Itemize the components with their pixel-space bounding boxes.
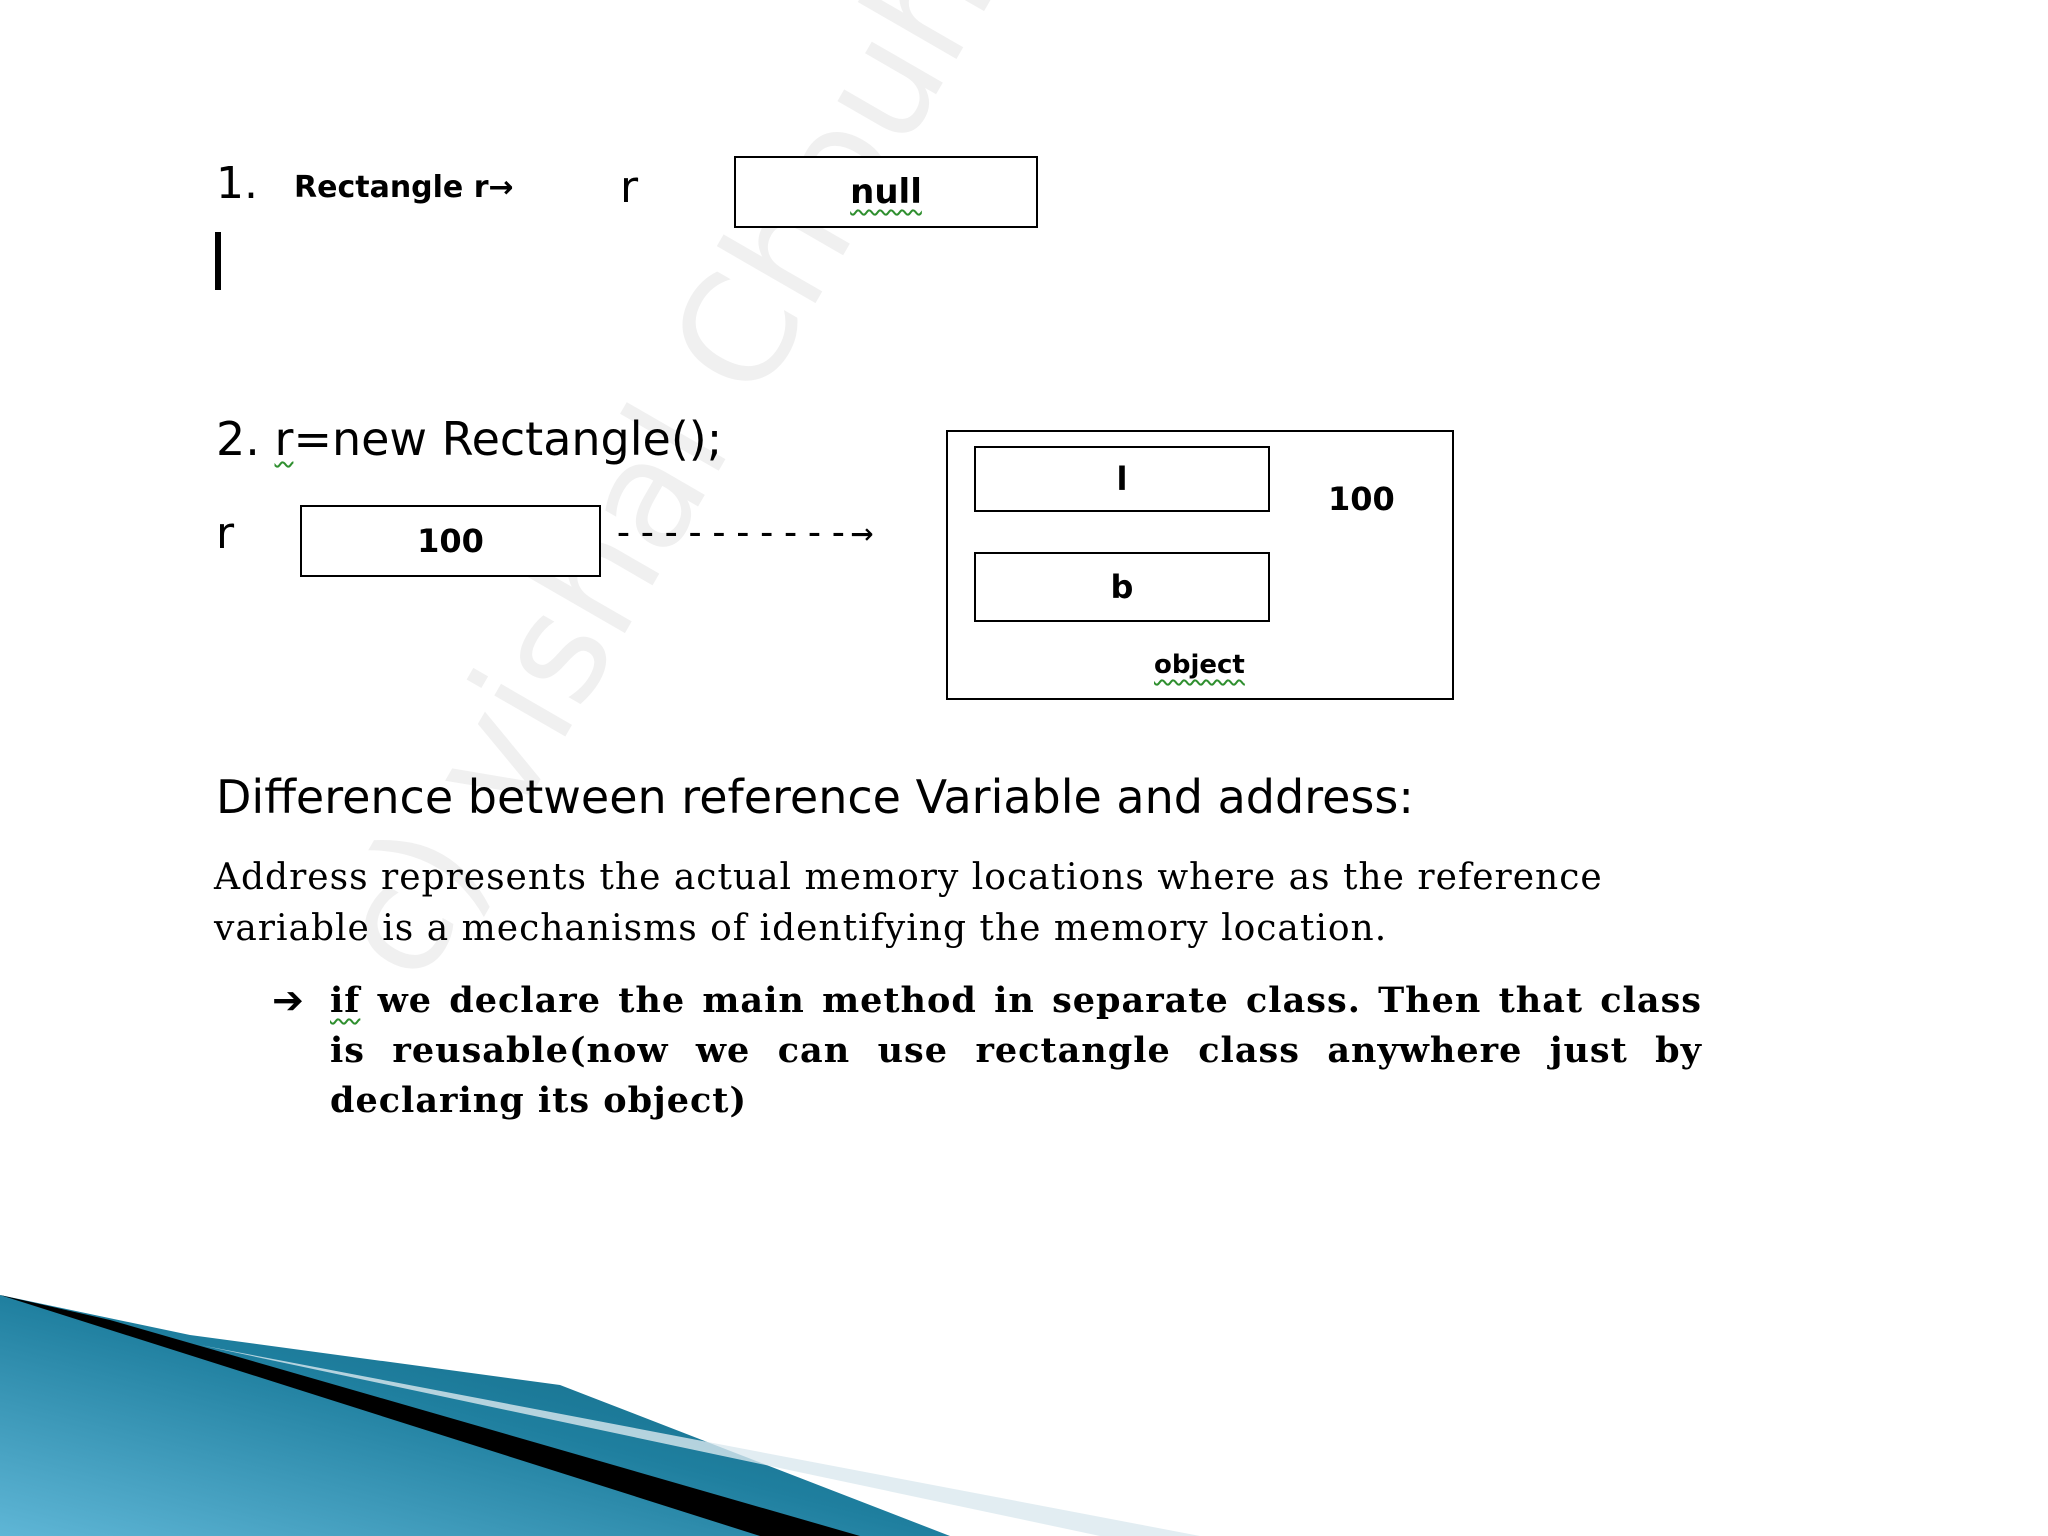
field-l-box: l	[974, 446, 1270, 512]
step2-variable: r	[274, 412, 294, 466]
section-heading: Difference between reference Variable an…	[216, 770, 1414, 824]
step2-variable-label: r	[216, 508, 235, 559]
field-l-label: l	[1116, 460, 1128, 498]
reference-value: 100	[417, 522, 484, 560]
object-address: 100	[1328, 480, 1395, 518]
text-cursor	[215, 232, 221, 290]
step1-variable-label: r	[620, 162, 639, 213]
field-b-label: b	[1110, 568, 1134, 606]
bullet-text: if we declare the main method in separat…	[330, 976, 1702, 1126]
step2-statement-rest: =new Rectangle();	[293, 412, 723, 466]
bullet-arrow-icon: ➔	[272, 978, 304, 1022]
step1-number: 1.	[216, 158, 258, 209]
null-value-box: null	[734, 156, 1038, 228]
null-value: null	[850, 172, 922, 212]
step2-prefix: 2.	[216, 412, 275, 466]
step1-declaration: Rectangle r→	[294, 170, 514, 205]
field-b-box: b	[974, 552, 1270, 622]
bullet-first-word: if	[330, 980, 361, 1021]
step2-statement: 2. r=new Rectangle();	[216, 412, 722, 466]
reference-box: 100	[300, 505, 601, 577]
object-box: l 100 b object	[946, 430, 1454, 700]
bullet-rest: we declare the main method in separate c…	[330, 980, 1702, 1121]
dashed-arrow: ----------→	[612, 510, 875, 554]
object-label: object	[1154, 650, 1245, 680]
section-paragraph: Address represents the actual memory loc…	[214, 857, 1603, 949]
